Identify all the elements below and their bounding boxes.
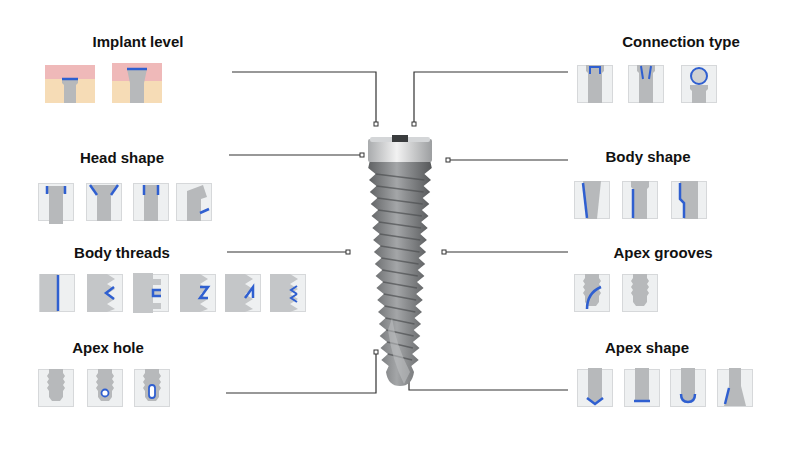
flat-head-icon: [39, 184, 74, 225]
leader-line: [226, 354, 376, 393]
apex-flute: [388, 318, 410, 384]
category-label: Implant level: [93, 33, 184, 51]
thread-shading: [376, 174, 425, 360]
leader-line: [450, 159, 568, 160]
pointed-apex-icon: [578, 368, 613, 407]
leader-line: [232, 72, 376, 124]
leader-line: [414, 72, 568, 124]
category-label: Body shape: [605, 148, 690, 166]
category-label: Apex hole: [72, 339, 144, 357]
external-connection-icon: [682, 66, 717, 104]
dental-implant: [368, 135, 432, 386]
connection-socket: [392, 135, 408, 142]
no-hole-icon: [39, 369, 74, 407]
leader-lines: [226, 72, 568, 393]
rounded-apex-icon: [671, 368, 706, 407]
stepped-body-icon: [672, 181, 707, 219]
leader-end: [446, 158, 450, 162]
leader-line: [227, 251, 346, 252]
leader-end: [346, 250, 350, 254]
category-label: Apex shape: [605, 339, 689, 357]
leader-line: [229, 154, 360, 155]
tapered-body-icon: [575, 181, 610, 219]
grooved-apex-icon: [575, 274, 610, 312]
category-label: Connection type: [622, 33, 740, 51]
flared-apex-icon: [718, 368, 753, 407]
leader-end: [360, 153, 364, 157]
internal-conical-icon: [629, 65, 664, 103]
flared-head-icon: [87, 184, 122, 222]
v-thread-icon: [87, 274, 123, 312]
category-label: Body threads: [74, 244, 170, 262]
leader-end: [374, 350, 378, 354]
plain-apex-icon: [623, 274, 658, 312]
leader-line: [409, 354, 568, 390]
implant-collar: [368, 139, 432, 162]
leader-end: [374, 122, 378, 126]
buttress-thread-icon: [225, 274, 261, 312]
square-thread-icon: [133, 273, 169, 313]
implant-body: [368, 160, 432, 386]
internal-flat-icon: [578, 65, 613, 103]
angled-head-icon: [177, 184, 212, 222]
parallel-body-icon: [623, 181, 658, 219]
flat-apex-icon: [625, 368, 660, 407]
category-label: Apex grooves: [613, 244, 712, 262]
tissue-level-icon: [112, 63, 162, 103]
bone-level-icon: [45, 65, 95, 103]
oval-hole-icon: [135, 369, 170, 407]
leader-line: [446, 251, 568, 252]
no-thread-icon: [40, 274, 75, 312]
leader-end: [442, 250, 446, 254]
category-label: Head shape: [80, 149, 164, 167]
round-hole-icon: [88, 369, 123, 407]
reverse-buttress-icon: [180, 274, 216, 312]
leader-end: [412, 122, 416, 126]
micro-thread-icon: [270, 274, 306, 312]
narrow-head-icon: [134, 184, 169, 222]
